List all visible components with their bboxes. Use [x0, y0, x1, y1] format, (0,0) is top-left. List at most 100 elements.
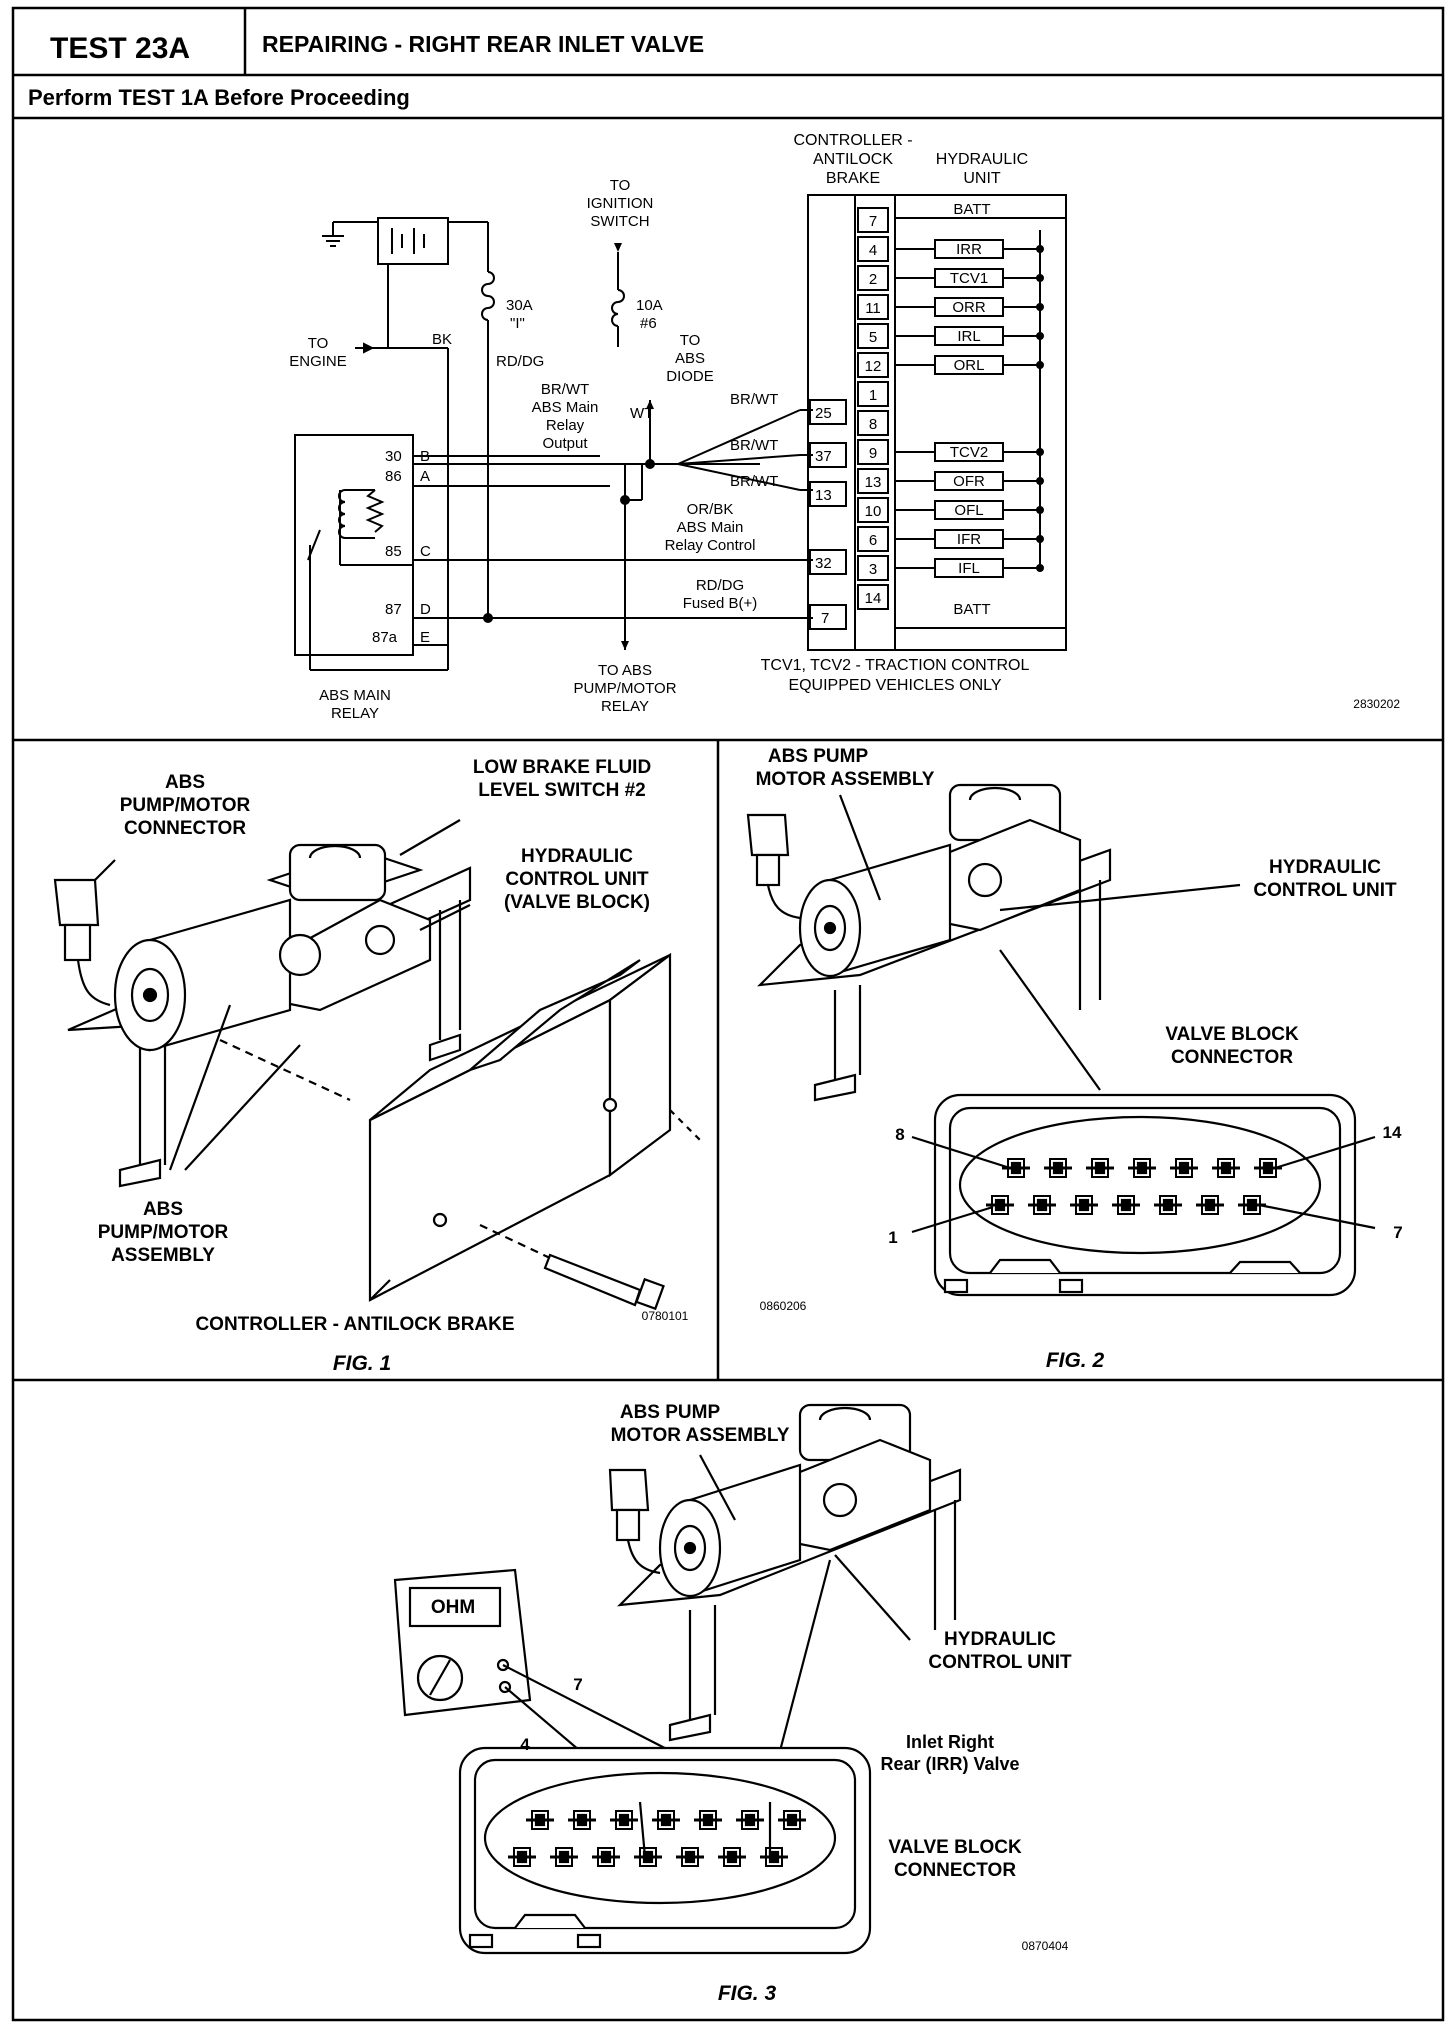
fig3-pin-4-label: 4 [520, 1735, 530, 1754]
controller-pin-37: 37 [815, 448, 832, 465]
valve-ifr: IFR [957, 531, 981, 548]
relay-pin-e: E [420, 629, 430, 646]
fig1-label-hcu-3: (VALVE BLOCK) [504, 892, 650, 913]
relay-pin-d: D [420, 601, 431, 618]
fig3-caption: FIG. 3 [718, 1982, 777, 2005]
wiring-schematic [294, 194, 1067, 671]
fig3-ref-number: 0870404 [1022, 1939, 1069, 1953]
fuse-30a-rating: 30A [506, 297, 533, 314]
fig1-label-controller: CONTROLLER - ANTILOCK BRAKE [195, 1314, 514, 1335]
fig1-caption: FIG. 1 [333, 1352, 391, 1375]
fig3-ohmmeter-icon [393, 1568, 532, 1717]
fig3-valve-block-connector [458, 1746, 872, 1955]
fig2-pin-14-label: 14 [1383, 1123, 1402, 1142]
valve-tcv1: TCV1 [950, 270, 988, 287]
hcu-pin: 11 [865, 300, 881, 317]
fig1-label-hcu-1: HYDRAULIC [521, 846, 633, 867]
relay-output-2: ABS Main [532, 399, 599, 416]
valve-irl: IRL [957, 328, 980, 345]
fig2-label-hcu-1: HYDRAULIC [1269, 857, 1381, 878]
fig1-controller-box-icon [368, 952, 672, 1302]
controller-pin-13: 13 [815, 487, 832, 504]
fig2-label-vbc-1: VALVE BLOCK [1165, 1024, 1299, 1045]
hcu-pin: 9 [869, 445, 877, 462]
svg-text:10A#6: 10A#6 [636, 297, 663, 332]
wire-br-wt-2: BR/WT [730, 437, 778, 454]
to-engine-1: TO [308, 335, 329, 352]
controller-pin-25: 25 [815, 405, 832, 422]
hcu-pin: 1 [869, 387, 877, 404]
valve-ofr: OFR [953, 473, 985, 490]
schematic-ref-number: 2830202 [1353, 697, 1400, 711]
fig1-illustration [53, 819, 701, 1311]
fig2-ref-number: 0860206 [760, 1299, 807, 1313]
batt-label-top: BATT [953, 201, 990, 218]
controller-antilock-brake [807, 194, 1067, 651]
battery-symbol [377, 217, 488, 265]
fig2-caption: FIG. 2 [1046, 1349, 1105, 1372]
relay-pin-87a: 87a [372, 629, 398, 646]
to-ignition-3: SWITCH [590, 213, 649, 230]
relay-control-1: OR/BK [687, 501, 734, 518]
fig3-connector-icon [608, 1468, 661, 1575]
fig3-illustration [393, 1403, 962, 1955]
to-abs-diode-2: ABS [675, 350, 705, 367]
fig3-label-vbc-2: CONNECTOR [894, 1860, 1016, 1881]
fig2-label-vbc-2: CONNECTOR [1171, 1047, 1293, 1068]
fig1-label-fluid-switch-1: LOW BRAKE FLUID [473, 757, 651, 778]
fig1-pump-motor-icon [113, 898, 396, 1052]
hcu-pin: 8 [869, 416, 877, 433]
hcu-pin: 12 [865, 358, 882, 375]
to-pump-relay-1: TO ABS [598, 662, 652, 679]
fig2-pin-1-label: 1 [888, 1228, 897, 1247]
wire-bk-label: BK [432, 331, 452, 348]
batt-label-bottom: BATT [953, 601, 990, 618]
hcu-label-2: UNIT [963, 170, 1001, 187]
prerequisite-note: Perform TEST 1A Before Proceeding [28, 85, 410, 110]
valve-ofl: OFL [954, 502, 983, 519]
fig3-label-inlet-1: Inlet Right [906, 1732, 994, 1752]
relay-output-1: BR/WT [541, 381, 589, 398]
fig1-label-pump-assy-2: PUMP/MOTOR [98, 1222, 229, 1243]
ohmmeter-display: OHM [431, 1597, 475, 1618]
hcu-label-1: HYDRAULIC [936, 151, 1028, 168]
relay-control-2: ABS Main [677, 519, 744, 536]
ground-symbol [322, 221, 378, 247]
svg-text:30A"I": 30A"I" [506, 297, 533, 332]
fig3-label-inlet-2: Rear (IRR) Valve [880, 1754, 1019, 1774]
relay-control-3: Relay Control [665, 537, 756, 554]
fuse-30a-id: "I" [510, 315, 525, 332]
fig1-label-connector-1: ABS [165, 772, 205, 793]
to-abs-diode-1: TO [680, 332, 701, 349]
hcu-pin: 6 [869, 532, 877, 549]
fig1-label-connector-3: CONNECTOR [124, 818, 246, 839]
fused-b-1: RD/DG [696, 577, 744, 594]
traction-note-2: EQUIPPED VEHICLES ONLY [788, 677, 1001, 694]
controller-pin-7: 7 [821, 610, 829, 627]
wire-br-wt-3: BR/WT [730, 473, 778, 490]
fig2-label-hcu-2: CONTROL UNIT [1253, 880, 1397, 901]
valve-orl: ORL [954, 357, 985, 374]
fused-b-2: Fused B(+) [683, 595, 758, 612]
fig3-label-pump-2: MOTOR ASSEMBLY [611, 1425, 790, 1446]
fig3-label-hcu-1: HYDRAULIC [944, 1629, 1056, 1650]
fig2-pump-motor-icon [798, 843, 1003, 978]
fig2-label-pump-1: ABS PUMP [768, 746, 869, 767]
